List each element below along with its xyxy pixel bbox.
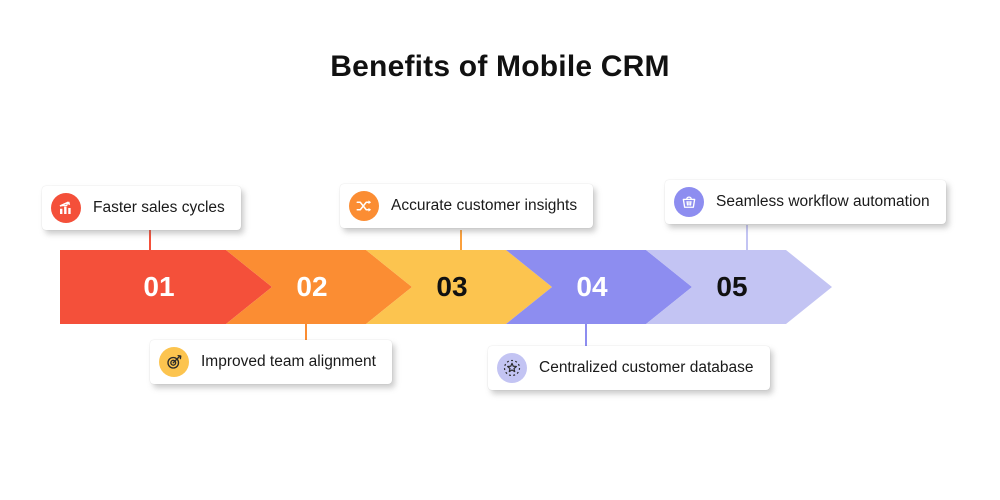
arrow-step-01: 01	[60, 250, 272, 324]
step-number: 04	[576, 271, 608, 302]
label-card-improved-team-alignment: Improved team alignment	[150, 340, 392, 384]
label-card-faster-sales-cycles: Faster sales cycles	[42, 186, 241, 230]
arrow-step-04: 04	[506, 250, 692, 324]
bar-chart-icon	[51, 193, 81, 223]
step-number: 05	[716, 271, 748, 302]
label-card-accurate-customer-insights: Accurate customer insights	[340, 184, 594, 228]
connector-step-02	[305, 324, 307, 341]
card-label: Faster sales cycles	[93, 199, 225, 216]
connector-step-03	[460, 230, 462, 250]
star-badge-icon	[497, 353, 527, 383]
page-title: Benefits of Mobile CRM	[330, 50, 670, 83]
step-number: 03	[436, 271, 468, 302]
card-label: Improved team alignment	[201, 353, 376, 370]
connector-step-05	[746, 225, 748, 250]
basket-icon	[674, 187, 704, 217]
card-label: Seamless workflow automation	[716, 193, 930, 210]
label-card-seamless-workflow-automation: Seamless workflow automation	[665, 180, 946, 224]
step-number: 01	[143, 271, 175, 302]
card-label: Centralized customer database	[539, 359, 754, 376]
label-card-centralized-customer-database: Centralized customer database	[488, 346, 770, 390]
connector-step-01	[149, 230, 151, 250]
shuffle-icon	[349, 191, 379, 221]
step-number: 02	[296, 271, 328, 302]
card-label: Accurate customer insights	[391, 197, 578, 214]
connector-step-04	[585, 324, 587, 346]
target-icon	[159, 347, 189, 377]
